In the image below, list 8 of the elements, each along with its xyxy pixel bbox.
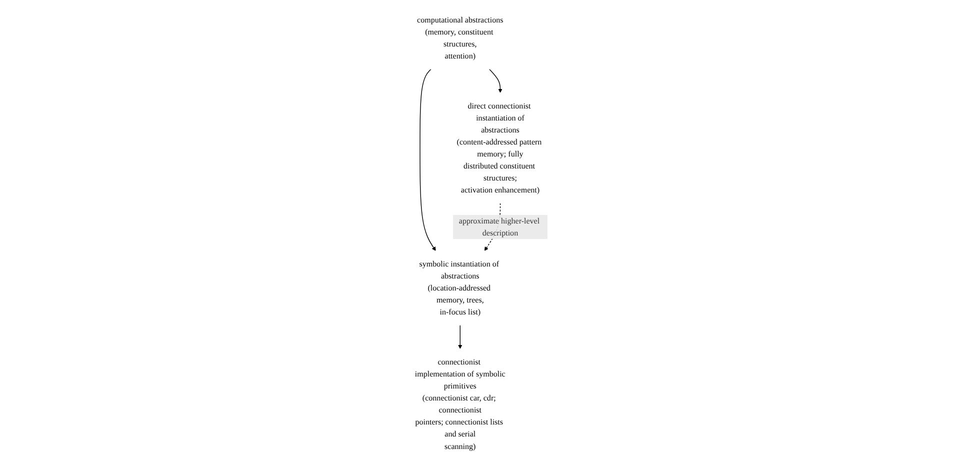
node-text: symbolic instantiation of abstractions (location-addressed memory, trees, in-focus list) <box>419 258 499 316</box>
node-text: connectionist implementation of symbolic primitives (connectionist car, cdr; connectionist pointers; connectionist lists and serial scanning) <box>414 356 506 450</box>
edge-label: approximate higher-level description <box>458 216 540 237</box>
node-text: computational abstractions (memory, constituent structures, attention) <box>416 14 504 60</box>
arrow <box>458 324 462 348</box>
arrow <box>488 68 502 92</box>
node-text: direct connectionist instantiation of abstractions (content-addressed pattern memory; fully distributed constituent structures; activation enhancement) <box>456 100 542 194</box>
arrow <box>419 68 436 250</box>
